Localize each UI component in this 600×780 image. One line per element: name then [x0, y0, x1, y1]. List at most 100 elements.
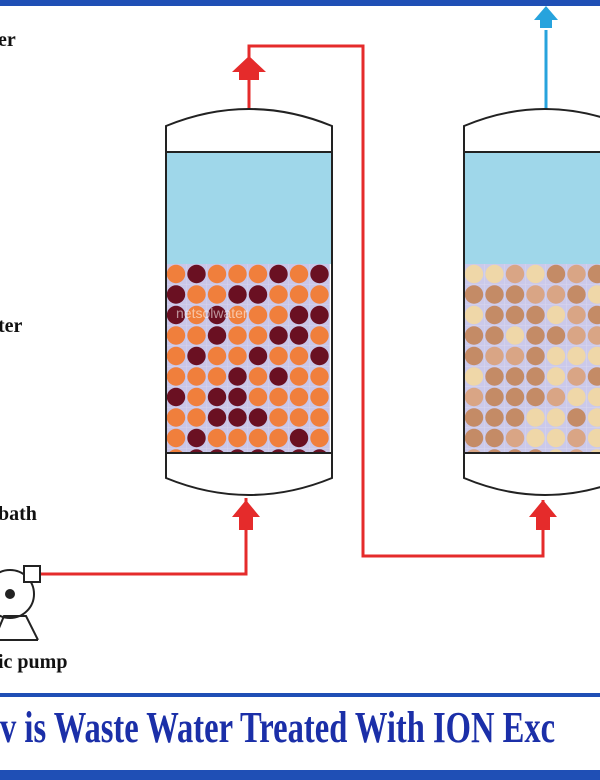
- resin-bead: [546, 326, 566, 345]
- resin-bead: [505, 408, 525, 427]
- resin-bead: [485, 305, 504, 325]
- resin-bead: [587, 285, 600, 304]
- resin-bead: [228, 305, 247, 325]
- resin-bead: [269, 346, 288, 366]
- top-border: [0, 0, 600, 6]
- label-top: er: [0, 29, 16, 51]
- resin-bead: [526, 264, 545, 284]
- anion-exchange-column: [463, 108, 600, 496]
- resin-bead: [289, 326, 309, 345]
- resin-bead: [526, 346, 545, 366]
- resin-bead: [526, 305, 545, 325]
- resin-bead: [187, 408, 206, 427]
- resin-bead: [546, 367, 566, 386]
- label-bath: bath: [0, 503, 37, 525]
- resin-bead: [228, 326, 247, 345]
- resin-bead: [187, 387, 206, 407]
- resin-bead: [526, 387, 545, 407]
- resin-bead: [248, 326, 268, 345]
- resin-bead: [207, 264, 227, 284]
- resin-bead: [228, 367, 247, 386]
- resin-bead: [485, 285, 504, 304]
- resin-bead: [207, 346, 227, 366]
- resin-bead: [187, 305, 206, 325]
- resin-bead: [248, 305, 268, 325]
- resin-bead: [248, 264, 268, 284]
- resin-bead: [207, 305, 227, 325]
- resin-bead: [310, 305, 329, 325]
- resin-bead: [310, 387, 329, 407]
- arrow-up-icon: [534, 6, 558, 28]
- anion-resin-bed: [464, 264, 600, 453]
- resin-bead: [587, 346, 600, 366]
- resin-bead: [310, 408, 329, 427]
- resin-bead: [546, 305, 566, 325]
- resin-bead: [289, 346, 309, 366]
- resin-bead: [546, 264, 566, 284]
- resin-bead: [248, 408, 268, 427]
- resin-bead: [248, 285, 268, 304]
- resin-bead: [269, 305, 288, 325]
- resin-bead: [464, 264, 484, 284]
- resin-bead: [310, 285, 329, 304]
- resin-bead: [464, 285, 484, 304]
- resin-bead: [464, 305, 484, 325]
- resin-bead: [485, 326, 504, 345]
- resin-bead: [166, 346, 186, 366]
- resin-bead: [269, 285, 288, 304]
- resin-bead: [269, 367, 288, 386]
- resin-bead: [166, 367, 186, 386]
- resin-bead: [289, 387, 309, 407]
- resin-bead: [505, 346, 525, 366]
- resin-bead: [187, 428, 206, 448]
- arrow-up-icon: [529, 500, 557, 530]
- resin-bead: [485, 346, 504, 366]
- resin-bead: [310, 428, 329, 448]
- arrow-up-icon: [232, 56, 266, 80]
- resin-bead: [248, 387, 268, 407]
- resin-bead: [464, 408, 484, 427]
- arrow-up-icon: [232, 500, 260, 530]
- caption-title: v is Waste Water Treated With ION Exc: [0, 703, 556, 752]
- resin-bead: [587, 326, 600, 345]
- resin-bead: [228, 264, 247, 284]
- caption-divider: [0, 693, 600, 697]
- resin-bead: [464, 326, 484, 345]
- resin-bead: [567, 408, 586, 427]
- resin-bead: [187, 285, 206, 304]
- label-pump: ic pump: [0, 651, 68, 673]
- label-middle: ter: [0, 315, 23, 337]
- resin-bead: [207, 326, 227, 345]
- resin-bead: [526, 326, 545, 345]
- resin-bead: [207, 408, 227, 427]
- resin-bead: [166, 408, 186, 427]
- resin-bead: [546, 408, 566, 427]
- resin-bead: [310, 264, 329, 284]
- resin-bead: [505, 326, 525, 345]
- resin-bead: [485, 264, 504, 284]
- resin-bead: [248, 346, 268, 366]
- resin-bead: [166, 305, 186, 325]
- resin-bead: [289, 367, 309, 386]
- resin-bead: [187, 367, 206, 386]
- resin-bead: [567, 305, 586, 325]
- resin-bead: [526, 285, 545, 304]
- resin-bead: [289, 428, 309, 448]
- resin-bead: [289, 408, 309, 427]
- resin-bead: [166, 264, 186, 284]
- resin-bead: [228, 428, 247, 448]
- resin-bead: [526, 367, 545, 386]
- resin-bead: [587, 387, 600, 407]
- resin-bead: [207, 428, 227, 448]
- resin-bead: [166, 326, 186, 345]
- resin-bead: [505, 387, 525, 407]
- resin-bead: [505, 264, 525, 284]
- cation-resin-bed: [166, 264, 330, 453]
- resin-bead: [166, 428, 186, 448]
- resin-bead: [269, 428, 288, 448]
- resin-bead: [567, 387, 586, 407]
- resin-bead: [228, 346, 247, 366]
- resin-bead: [567, 367, 586, 386]
- resin-bead: [310, 367, 329, 386]
